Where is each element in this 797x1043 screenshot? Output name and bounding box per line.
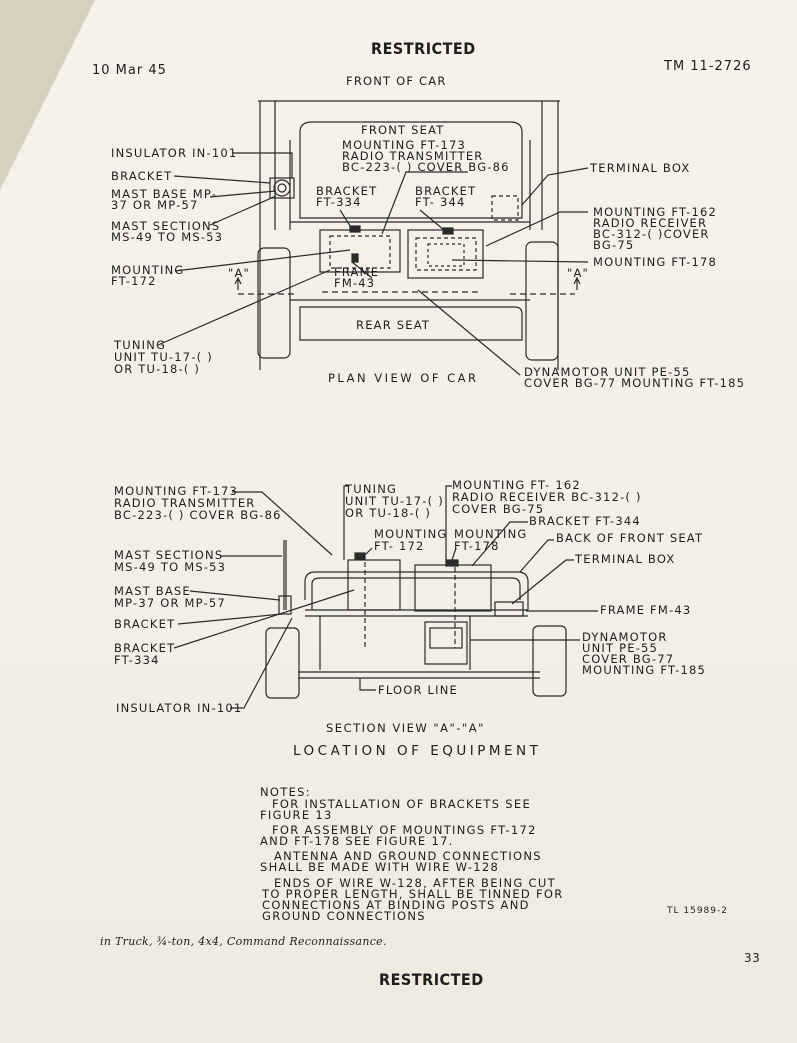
section-view-drawing — [173, 485, 598, 709]
notes-line-5: ANTENNA AND GROUND CONNECTIONS — [274, 849, 542, 863]
sec-bracket-label: BRACKET — [114, 617, 176, 631]
plan-view-caption: PLAN VIEW OF CAR — [328, 371, 479, 385]
sec-dynamotor-l1: DYNAMOTOR — [582, 630, 668, 644]
front-seat-label: FRONT SEAT — [361, 123, 445, 137]
plan-mounting-ft162-l2: RADIO RECEIVER — [593, 216, 708, 230]
sec-dynamotor-l4: MOUNTING FT-185 — [582, 663, 707, 677]
page-number: 33 — [744, 951, 761, 965]
sec-mounting-ft173-l3: BC-223-( ) COVER BG-86 — [114, 508, 282, 522]
floor-line-label: FLOOR LINE — [378, 683, 459, 697]
plan-frame-l2: FM-43 — [334, 276, 376, 290]
sec-mast-sections-l1: MAST SECTIONS — [114, 548, 224, 562]
plan-mounting-ft162-l4: BG-75 — [593, 238, 635, 252]
sec-mast-base-l1: MAST BASE — [114, 584, 191, 598]
sec-tuning-l3: OR TU-18-( ) — [345, 506, 432, 520]
plan-view-drawing — [157, 100, 589, 376]
plan-mounting-ft173-l3: BC-223-( ) COVER BG-86 — [342, 160, 510, 174]
plan-frame-l1: FRAME — [334, 265, 380, 279]
plan-bracket-ft344-l1: BRACKET — [415, 184, 477, 198]
plan-mounting-ft173-l1: MOUNTING FT-173 — [342, 138, 467, 152]
sec-bracket-ft334-l1: BRACKET — [114, 641, 176, 655]
plan-tuning-l3: OR TU-18-( ) — [114, 362, 201, 376]
sec-mast-base-l2: MP-37 OR MP-57 — [114, 596, 226, 610]
figure-caption: in Truck, ¾-ton, 4x4, Command Reconnaiss… — [100, 935, 387, 948]
sec-mounting-ft178-l2: FT-178 — [454, 539, 500, 553]
plan-mounting-ft162-l3: BC-312-( )COVER — [593, 227, 710, 241]
sec-frame-label: FRAME FM-43 — [600, 603, 692, 617]
section-marker-right: "A" — [567, 266, 590, 280]
sec-bracket-ft344-label: BRACKET FT-344 — [529, 514, 641, 528]
section-marker-left: "A" — [228, 266, 251, 280]
sec-dynamotor-l2: UNIT PE-55 — [582, 641, 659, 655]
plan-bracket-label: BRACKET — [111, 169, 173, 183]
sec-mast-sections-l2: MS-49 TO MS-53 — [114, 560, 227, 574]
sec-mounting-ft173-l1: MOUNTING FT-173 — [114, 484, 239, 498]
rear-seat-label: REAR SEAT — [356, 318, 431, 332]
plan-mounting-ft162-l1: MOUNTING FT-162 — [593, 205, 718, 219]
plan-tuning-l2: UNIT TU-17-( ) — [114, 350, 213, 364]
sec-mounting-ft178-l1: MOUNTING — [454, 527, 528, 541]
plan-mounting-ft172-l1: MOUNTING — [111, 263, 185, 277]
classification-bottom: RESTRICTED — [379, 970, 484, 989]
figure-number: TL 15989-2 — [667, 906, 728, 916]
section-view-caption: SECTION VIEW "A"-"A" — [326, 721, 485, 735]
notes-line-6: SHALL BE MADE WITH WIRE W-128 — [260, 860, 500, 874]
plan-terminal-box-label: TERMINAL BOX — [590, 161, 691, 175]
plan-mast-base-l1: MAST BASE MP- — [111, 187, 218, 201]
notes-line-9: CONNECTIONS AT BINDING POSTS AND — [262, 898, 530, 912]
plan-mounting-ft172-l2: FT-172 — [111, 274, 157, 288]
folded-corner — [0, 0, 95, 190]
plan-bracket-ft334-l1: BRACKET — [316, 184, 378, 198]
plan-dynamotor-l2: COVER BG-77 MOUNTING FT-185 — [524, 376, 746, 390]
sec-back-front-seat-label: BACK OF FRONT SEAT — [556, 531, 704, 545]
plan-mast-sections-l1: MAST SECTIONS — [111, 219, 221, 233]
notes-line-10: GROUND CONNECTIONS — [262, 909, 426, 923]
classification-top: RESTRICTED — [371, 39, 476, 58]
sec-mounting-ft172-l2: FT- 172 — [374, 539, 425, 553]
notes-line-8: TO PROPER LENGTH, SHALL BE TINNED FOR — [262, 887, 564, 901]
notes-line-3: FOR ASSEMBLY OF MOUNTINGS FT-172 — [272, 823, 537, 837]
sec-insulator-label: INSULATOR IN-101 — [116, 701, 243, 715]
sec-mounting-ft162-l2: RADIO RECEIVER BC-312-( ) — [452, 490, 642, 504]
document-date: 10 Mar 45 — [92, 63, 167, 78]
plan-tuning-l1: TUNING — [114, 338, 167, 352]
plan-mounting-ft178-label: MOUNTING FT-178 — [593, 255, 718, 269]
notes-heading: NOTES: — [260, 785, 311, 799]
sec-mounting-ft173-l2: RADIO TRANSMITTER — [114, 496, 256, 510]
sec-terminal-box-label: TERMINAL BOX — [575, 552, 676, 566]
plan-bracket-ft334-l2: FT-334 — [316, 195, 362, 209]
sec-mounting-ft162-l1: MOUNTING FT- 162 — [452, 478, 581, 492]
sec-mounting-ft162-l3: COVER BG-75 — [452, 502, 545, 516]
front-of-car-label: FRONT OF CAR — [346, 74, 447, 88]
sec-mounting-ft172-l1: MOUNTING — [374, 527, 448, 541]
sec-tuning-l2: UNIT TU-17-( ) — [345, 494, 444, 508]
plan-insulator-label: INSULATOR IN-101 — [111, 146, 238, 160]
notes-line-7: ENDS OF WIRE W-128, AFTER BEING CUT — [274, 876, 556, 890]
plan-mast-sections-l2: MS-49 TO MS-53 — [111, 230, 224, 244]
manual-number: TM 11-2726 — [664, 59, 752, 74]
plan-mounting-ft173-l2: RADIO TRANSMITTER — [342, 149, 484, 163]
notes-line-1: FOR INSTALLATION OF BRACKETS SEE — [272, 797, 532, 811]
plan-mast-base-l2: 37 OR MP-57 — [111, 198, 199, 212]
plan-bracket-ft344-l2: FT- 344 — [415, 195, 466, 209]
sec-tuning-l1: TUNING — [345, 482, 398, 496]
plan-dynamotor-l1: DYNAMOTOR UNIT PE-55 — [524, 365, 691, 379]
figure-title: LOCATION OF EQUIPMENT — [293, 743, 542, 759]
notes-line-2: FIGURE 13 — [260, 808, 333, 822]
notes-line-4: AND FT-178 SEE FIGURE 17. — [260, 834, 454, 848]
sec-bracket-ft334-l2: FT-334 — [114, 653, 160, 667]
sec-dynamotor-l3: COVER BG-77 — [582, 652, 675, 666]
